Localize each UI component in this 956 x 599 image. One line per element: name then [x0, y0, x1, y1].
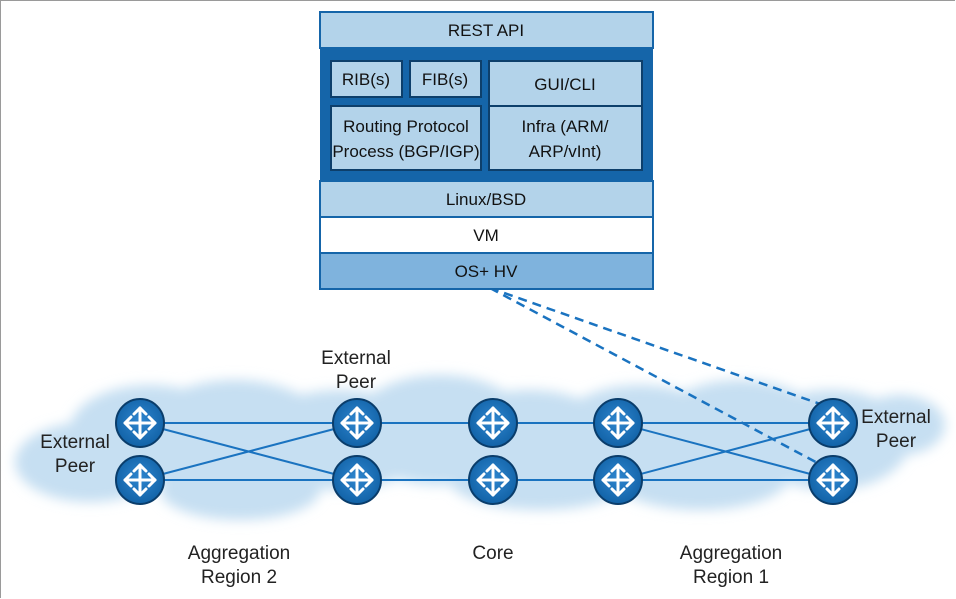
router-icon [593, 455, 643, 505]
router-icon [332, 398, 382, 448]
routing-protocol-label-line1: Routing Protocol [343, 117, 469, 136]
external-peer-right-line2: Peer [876, 431, 917, 452]
router-icon [593, 398, 643, 448]
external-peer-top-line1: External [321, 348, 391, 369]
infra-box [488, 105, 643, 171]
router-icon [468, 398, 518, 448]
network-labels: External Peer External Peer External Pee… [40, 348, 931, 588]
gui-cli-label: GUI/CLI [534, 75, 595, 94]
protocol-stack: REST API RIB(s) FIB(s) GUI/CLI Routing P… [319, 11, 654, 290]
infra-label-line1: Infra (ARM/ [522, 117, 609, 136]
rest-api-label: REST API [448, 21, 524, 40]
management-links [489, 286, 826, 469]
router-icon [808, 455, 858, 505]
agg-region2-line1: Aggregation [188, 543, 290, 564]
routing-protocol-label-line2: Process (BGP/IGP) [332, 142, 479, 161]
router-icon [332, 455, 382, 505]
external-peer-left-line2: Peer [55, 456, 96, 477]
vm-label: VM [473, 226, 499, 245]
routing-protocol-box [330, 105, 482, 171]
router-icon [115, 455, 165, 505]
fib-label: FIB(s) [422, 70, 468, 89]
rest-api-layer [319, 11, 654, 49]
vm-layer [319, 216, 654, 254]
external-peer-right-line1: External [861, 407, 931, 428]
agg-region1-line2: Region 1 [693, 567, 769, 588]
agg-region2-line2: Region 2 [201, 567, 277, 588]
rib-box [330, 60, 403, 98]
linux-bsd-layer [319, 180, 654, 218]
os-hv-layer [319, 252, 654, 290]
external-peer-left-line1: External [40, 432, 110, 453]
link [139, 422, 358, 481]
os-hv-label: OS+ HV [455, 262, 518, 281]
linux-bsd-label: Linux/BSD [446, 190, 526, 209]
gui-cli-box [488, 60, 643, 107]
infra-label-line2: ARP/vInt) [529, 142, 602, 161]
fib-box [409, 60, 482, 98]
rib-label: RIB(s) [342, 70, 390, 89]
agg-region1-line1: Aggregation [680, 543, 782, 564]
routers [115, 398, 858, 505]
router-icon [808, 398, 858, 448]
core-label: Core [472, 543, 513, 564]
external-peer-top-line2: Peer [336, 372, 377, 393]
dashed-link [489, 286, 826, 469]
router-icon [468, 455, 518, 505]
link [617, 422, 834, 481]
router-icon [115, 398, 165, 448]
